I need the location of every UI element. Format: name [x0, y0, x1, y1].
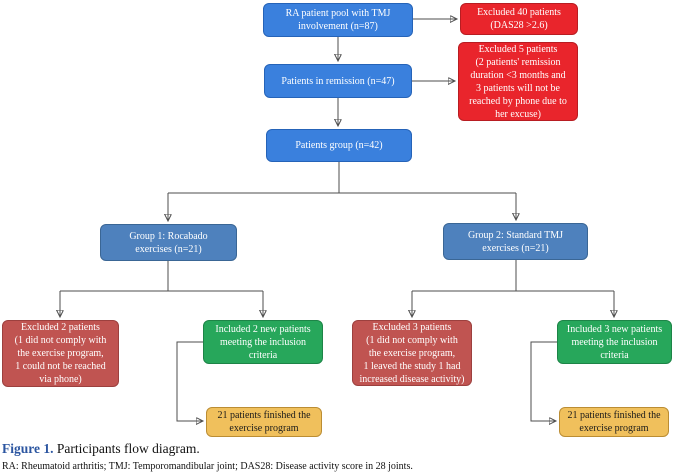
connector-group1-split: [60, 261, 263, 317]
connector-included2-to-finished1: [176, 341, 203, 421]
figure-caption: Figure 1. Participants flow diagram.: [2, 441, 200, 457]
node-included-2: Included 2 new patients meeting the incl…: [203, 320, 323, 364]
node-remission: Patients in remission (n=47): [264, 64, 412, 98]
node-finished-group2: 21 patients finished the exercise progra…: [559, 407, 669, 437]
connector-included3-to-finished2: [530, 341, 557, 421]
connector-group2-split: [412, 260, 614, 317]
node-excluded-3: Excluded 3 patients (1 did not comply wi…: [352, 320, 472, 386]
figure-caption-label: Figure 1.: [2, 441, 54, 456]
node-finished-group1: 21 patients finished the exercise progra…: [206, 407, 322, 437]
node-patients-group: Patients group (n=42): [266, 129, 412, 162]
node-excluded-5: Excluded 5 patients (2 patients' remissi…: [458, 42, 578, 121]
node-excluded-40: Excluded 40 patients (DAS28 >2.6): [460, 3, 578, 35]
connector-group-split: [168, 162, 516, 221]
node-excluded-2: Excluded 2 patients (1 did not comply wi…: [2, 320, 119, 387]
figure-caption-text: Participants flow diagram.: [56, 441, 200, 456]
node-patient-pool: RA patient pool with TMJ involvement (n=…: [263, 3, 413, 37]
node-group-2: Group 2: Standard TMJ exercises (n=21): [443, 223, 588, 260]
node-included-3: Included 3 new patients meeting the incl…: [557, 320, 672, 364]
figure-footnote: RA: Rheumatoid arthritis; TMJ: Temporoma…: [2, 461, 413, 472]
node-group-1: Group 1: Rocabado exercises (n=21): [100, 224, 237, 261]
